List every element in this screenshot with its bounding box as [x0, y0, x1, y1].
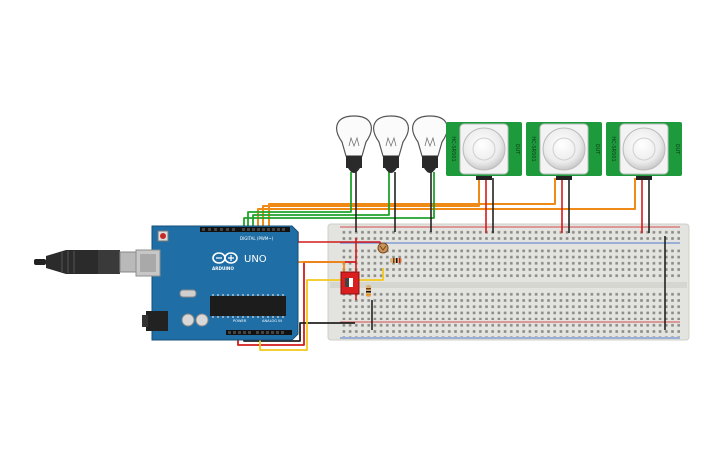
- light-bulb-1[interactable]: [336, 115, 372, 173]
- pir-sensor-2[interactable]: HC-SR501 OUT: [526, 122, 602, 180]
- terminal-strip-upper[interactable]: [340, 248, 680, 280]
- arduino-uno[interactable]: DIGITAL (PWM~) ARDUINO UNO POWER ANALOG …: [135, 225, 299, 341]
- svg-text:OUT: OUT: [514, 144, 520, 156]
- wire-orange-pir-3[interactable]: [257, 178, 636, 232]
- wire-green-bulb-2[interactable]: [252, 172, 390, 232]
- arduino-logo-text: ARDUINO: [212, 266, 234, 271]
- photoresistor[interactable]: [377, 242, 389, 254]
- wire-green-bulb-3[interactable]: [243, 172, 435, 232]
- pir-sensors: HC-SR501 OUT HC-SR501 OUT HC-SR501 OUT: [446, 122, 682, 180]
- usb-cable[interactable]: [34, 250, 137, 274]
- resistor-2[interactable]: [366, 285, 371, 297]
- pir-label-2: HC-SR501: [530, 136, 536, 161]
- light-bulb-3[interactable]: [412, 115, 448, 173]
- arduino-logo-icon: [212, 252, 238, 264]
- pir-label-1: HC-SR501: [450, 136, 456, 161]
- bottom-power-rail[interactable]: [340, 323, 680, 337]
- terminal-strip-lower[interactable]: [340, 290, 680, 320]
- analog-header-label: ANALOG IN: [262, 319, 282, 323]
- pir-sensor-3[interactable]: HC-SR501 OUT: [606, 122, 682, 180]
- svg-text:OUT: OUT: [674, 144, 680, 156]
- pir-label-3: HC-SR501: [610, 136, 616, 161]
- svg-text:OUT: OUT: [594, 144, 600, 156]
- slide-switch[interactable]: [340, 271, 360, 295]
- top-power-rail[interactable]: [340, 228, 680, 242]
- pir-sensor-1[interactable]: HC-SR501 OUT: [446, 122, 522, 180]
- wire-orange-pir-1[interactable]: [262, 178, 480, 232]
- power-analog-header[interactable]: [226, 330, 292, 335]
- wire-yellow-analog[interactable]: [259, 268, 384, 351]
- light-bulb-2[interactable]: [373, 115, 409, 173]
- digital-header-label: DIGITAL (PWM~): [240, 236, 274, 241]
- digital-header[interactable]: [200, 227, 290, 232]
- breadboard[interactable]: [327, 223, 690, 341]
- arduino-model-label: UNO: [244, 254, 267, 265]
- bulbs: [336, 115, 448, 173]
- resistor-1[interactable]: [390, 258, 402, 263]
- power-header-label: POWER: [233, 319, 247, 323]
- wire-green-bulb-1[interactable]: [247, 172, 352, 232]
